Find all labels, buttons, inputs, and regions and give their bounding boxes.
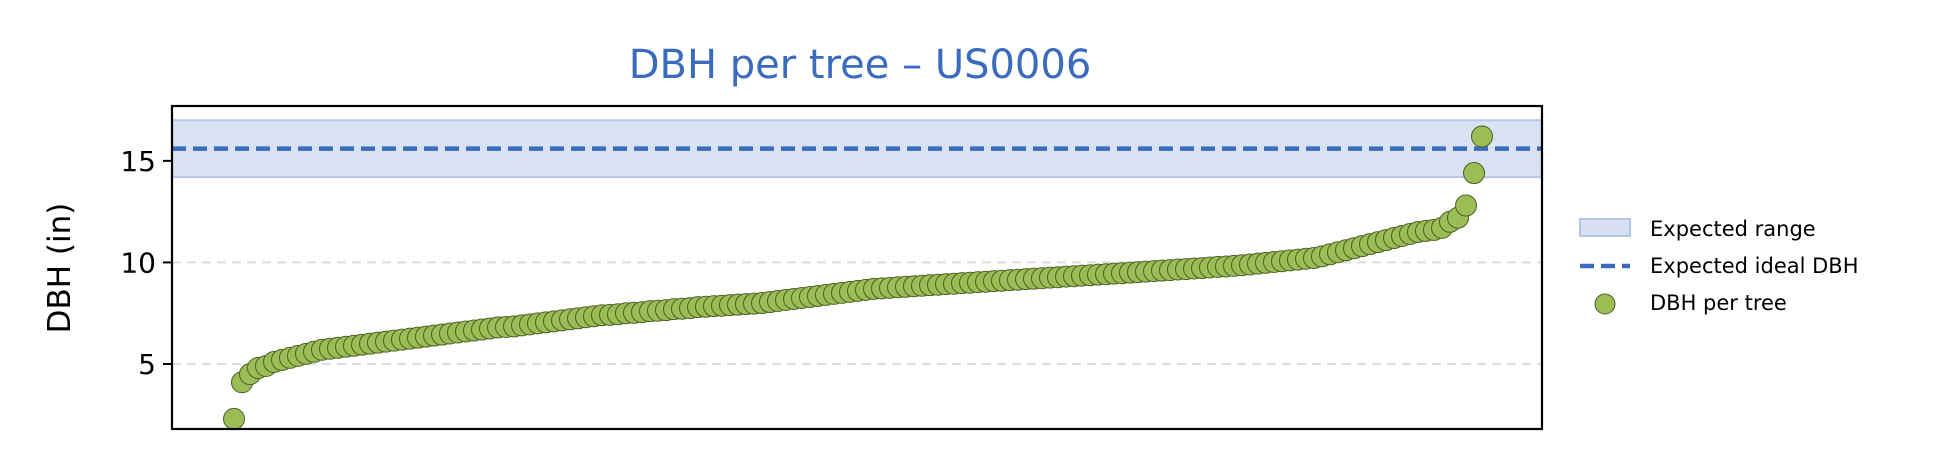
dbh-point [1455,194,1477,217]
legend-swatch-dbh-per-tree [1594,293,1616,315]
y-axis-ticks: 5 10 15 [120,145,172,381]
y-tick-label-10: 10 [120,246,156,279]
legend-label-expected-ideal: Expected ideal DBH [1650,254,1858,278]
dbh-point [1471,125,1493,148]
y-tick-label-5: 5 [138,348,156,381]
y-tick-label-15: 15 [120,145,156,178]
dbh-point [1463,162,1485,185]
legend-label-expected-range: Expected range [1650,217,1816,241]
plot-frame [170,104,1544,431]
legend-swatch-expected-range [1579,218,1631,237]
legend-label-dbh-per-tree: DBH per tree [1650,291,1787,315]
legend: Expected range Expected ideal DBH DBH pe… [1579,217,1858,315]
dbh-points [223,125,1493,429]
y-axis-label: DBH (in) [42,203,78,334]
dbh-point [223,407,245,429]
chart-title: DBH per tree – US0006 [629,42,1092,88]
